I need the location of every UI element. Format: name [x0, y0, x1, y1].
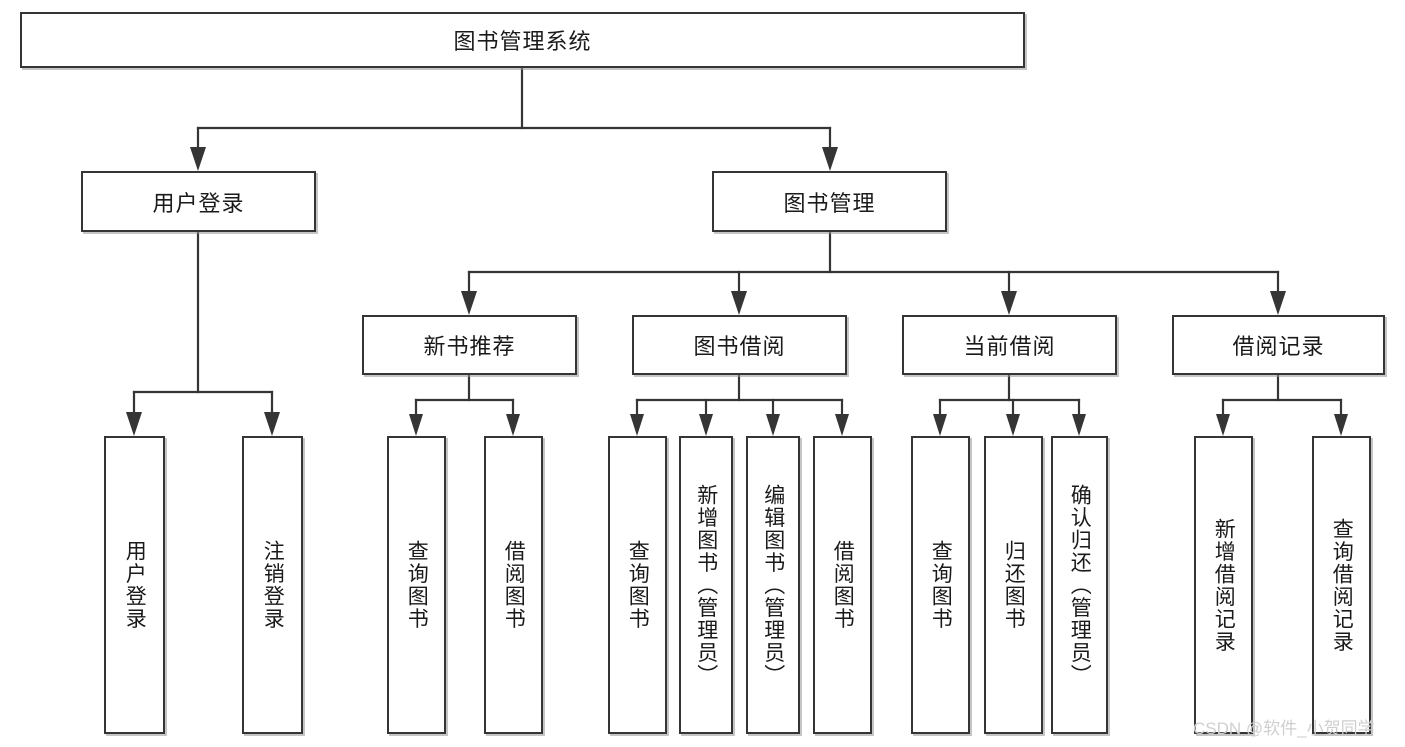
leaf-borrow-book-label: 借阅图书 [831, 540, 855, 630]
connector-newbook-to-leaves [409, 373, 520, 436]
connector-userlogin-to-leaves [126, 230, 280, 436]
node-current-borrow[interactable]: 当前借阅 [902, 315, 1117, 375]
leaf-borrow-book[interactable]: 借阅图书 [813, 436, 872, 734]
leaf-edit-book-admin[interactable]: 编辑图书（管理员） [746, 436, 800, 734]
leaf-add-book-admin[interactable]: 新增图书（管理员） [679, 436, 733, 734]
node-current-borrow-label: 当前借阅 [963, 334, 1056, 359]
node-user-login-label: 用户登录 [152, 190, 245, 216]
leaf-query-book-current-label: 查询图书 [929, 540, 953, 630]
leaf-query-book-newbook[interactable]: 查询图书 [387, 436, 446, 734]
node-new-book-recommend[interactable]: 新书推荐 [362, 315, 577, 375]
connector-record-to-leaves [1216, 373, 1348, 436]
leaf-edit-book-admin-label: 编辑图书（管理员） [761, 483, 785, 687]
leaf-confirm-return-admin[interactable]: 确认归还（管理员） [1051, 436, 1108, 734]
leaf-query-book-current[interactable]: 查询图书 [911, 436, 970, 734]
connector-borrow-to-leaves [630, 373, 849, 436]
node-new-book-recommend-label: 新书推荐 [423, 334, 516, 359]
leaf-query-borrow-record-label: 查询借阅记录 [1330, 517, 1354, 653]
leaf-query-book-newbook-label: 查询图书 [405, 540, 429, 630]
leaf-query-book-borrow-label: 查询图书 [626, 540, 650, 630]
connector-bookmgmt-to-level3 [461, 230, 1286, 315]
leaf-return-book-label: 归还图书 [1002, 540, 1026, 630]
connector-current-to-leaves [933, 373, 1086, 436]
leaf-return-book[interactable]: 归还图书 [984, 436, 1043, 734]
leaf-add-borrow-record-label: 新增借阅记录 [1212, 517, 1236, 653]
leaf-add-borrow-record[interactable]: 新增借阅记录 [1194, 436, 1253, 734]
connector-root-to-level2 [190, 66, 838, 171]
leaf-user-login-label: 用户登录 [123, 540, 147, 630]
node-root[interactable]: 图书管理系统 [20, 12, 1025, 68]
node-book-borrow[interactable]: 图书借阅 [632, 315, 847, 375]
leaf-confirm-return-admin-label: 确认归还（管理员） [1068, 483, 1092, 687]
leaf-add-book-admin-label: 新增图书（管理员） [694, 483, 718, 687]
leaf-borrow-book-newbook-label: 借阅图书 [502, 540, 526, 630]
leaf-logout-login-label: 注销登录 [261, 540, 285, 630]
leaf-borrow-book-newbook[interactable]: 借阅图书 [484, 436, 543, 734]
leaf-query-borrow-record[interactable]: 查询借阅记录 [1312, 436, 1371, 734]
leaf-user-login[interactable]: 用户登录 [104, 436, 165, 734]
node-book-management[interactable]: 图书管理 [712, 171, 947, 232]
node-borrow-record-label: 借阅记录 [1232, 334, 1325, 359]
leaf-logout-login[interactable]: 注销登录 [242, 436, 303, 734]
node-book-management-label: 图书管理 [783, 190, 876, 216]
leaf-query-book-borrow[interactable]: 查询图书 [608, 436, 667, 734]
node-user-login[interactable]: 用户登录 [81, 171, 316, 232]
node-book-borrow-label: 图书借阅 [693, 334, 786, 359]
node-borrow-record[interactable]: 借阅记录 [1172, 315, 1385, 375]
node-root-label: 图书管理系统 [453, 29, 592, 54]
